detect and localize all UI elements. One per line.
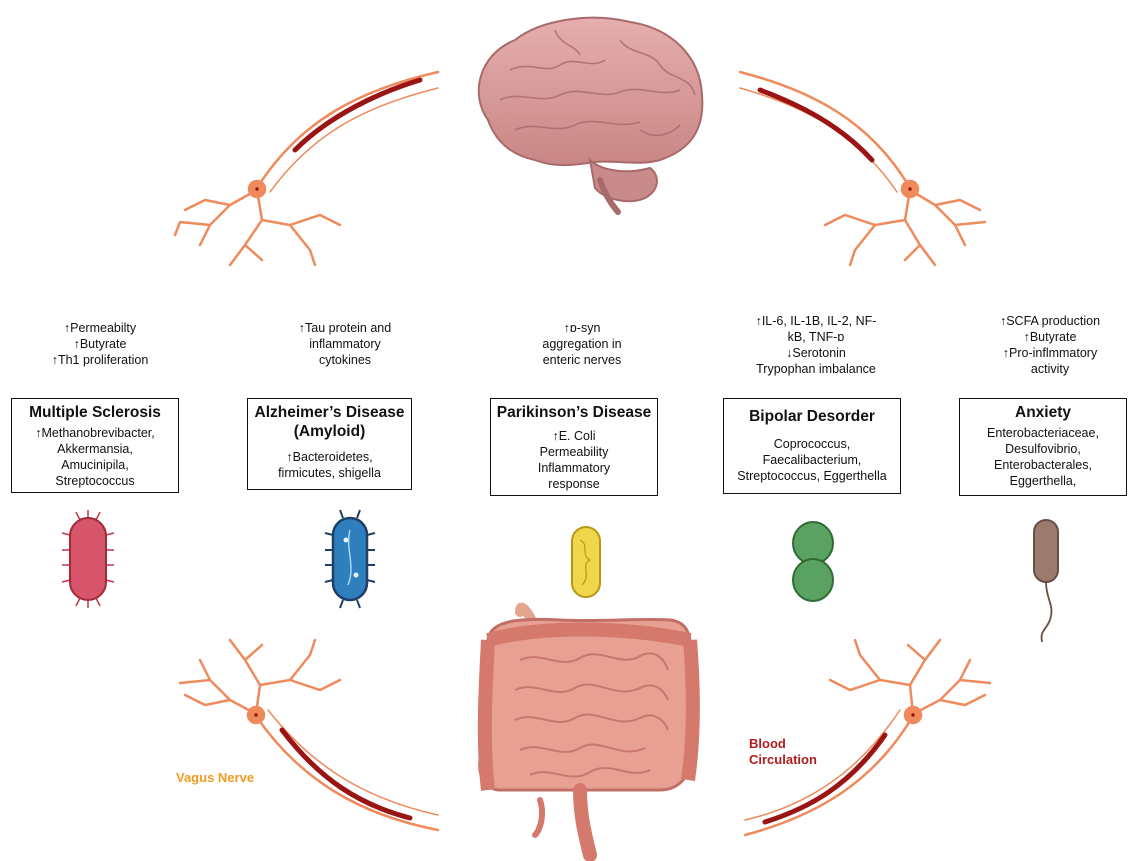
effect-line: enteric nerves — [507, 352, 657, 368]
microbe-item: response — [495, 476, 653, 492]
microbe-item: Desulfovibrio, — [964, 441, 1122, 457]
disease-subtitle: (Amyloid) — [252, 422, 407, 441]
effect-line: ↑SCFA production — [980, 313, 1120, 329]
microbe-item: Faecalibacterium, — [728, 452, 896, 468]
effect-line: ↑ɒ-syn — [507, 320, 657, 336]
neuron-icon-top-left — [175, 72, 438, 265]
bacterium-icon-bd — [793, 522, 833, 601]
disease-box-pd: Parikinson’s Disease ↑E. Coli Permeabili… — [490, 398, 658, 496]
bacterium-icon-pd — [572, 527, 600, 597]
effect-line: ↑Butyrate — [980, 329, 1120, 345]
microbe-item: Streptococcus, Eggerthella — [728, 468, 896, 484]
effect-line: ↑Tau protein and — [270, 320, 420, 336]
disease-box-anx: Anxiety Enterobacteriaceae, Desulfovibri… — [959, 398, 1127, 496]
blood-label-line: Blood — [749, 736, 817, 752]
bacterium-icon-ad — [325, 510, 375, 608]
intestine-icon — [480, 608, 693, 855]
effect-line: aggregation in — [507, 336, 657, 352]
effects-pd: ↑ɒ-syn aggregation in enteric nerves — [507, 320, 657, 368]
disease-title: Anxiety — [964, 403, 1122, 422]
microbe-item: Eggerthella, — [964, 473, 1122, 489]
effect-line: Trypophan imbalance — [726, 361, 906, 377]
disease-box-ad: Alzheimer’s Disease (Amyloid) ↑Bacteroid… — [247, 398, 412, 490]
bacterium-icon-anx — [1034, 520, 1058, 642]
disease-title: Parikinson’s Disease — [495, 403, 653, 422]
effect-line: cytokines — [270, 352, 420, 368]
neuron-icon-bottom-left — [180, 640, 438, 830]
disease-box-bd: Bipolar Desorder Coprococcus, Faecalibac… — [723, 398, 901, 494]
microbe-item: Inflammatory — [495, 460, 653, 476]
effect-line: ↑Th1 proliferation — [25, 352, 175, 368]
disease-title: Bipolar Desorder — [728, 407, 896, 426]
microbe-list: Enterobacteriaceae, Desulfovibrio, Enter… — [964, 425, 1122, 489]
effect-line: ↑IL-6, IL-1B, IL-2, NF- — [726, 313, 906, 329]
effect-line: activity — [980, 361, 1120, 377]
microbe-item: ↑E. Coli — [495, 428, 653, 444]
microbe-item: ↑Methanobrevibacter, — [16, 425, 174, 441]
vagus-nerve-label: Vagus Nerve — [176, 770, 254, 785]
disease-box-ms: Multiple Sclerosis ↑Methanobrevibacter, … — [11, 398, 179, 493]
microbe-item: ↑Bacteroidetes, — [252, 449, 407, 465]
microbe-item: Coprococcus, — [728, 436, 896, 452]
microbe-list: Coprococcus, Faecalibacterium, Streptoco… — [728, 436, 896, 484]
bacterium-icon-ms — [62, 510, 114, 608]
effect-line: ↓Serotonin — [726, 345, 906, 361]
neuron-icon-top-right — [740, 72, 985, 265]
disease-title: Alzheimer’s Disease — [252, 403, 407, 422]
effect-line: ↑Butyrate — [25, 336, 175, 352]
microbe-item: firmicutes, shigella — [252, 465, 407, 481]
blood-label-line: Circulation — [749, 752, 817, 768]
microbe-item: Enterobacteriaceae, — [964, 425, 1122, 441]
microbe-item: Permeability — [495, 444, 653, 460]
disease-title: Multiple Sclerosis — [16, 403, 174, 422]
effects-ad: ↑Tau protein and inflammatory cytokines — [270, 320, 420, 368]
effects-bd: ↑IL-6, IL-1B, IL-2, NF- kB, TNF-ɒ ↓Serot… — [726, 313, 906, 377]
microbe-list: ↑Methanobrevibacter, Akkermansia, Amucin… — [16, 425, 174, 489]
microbe-item: Amucinipila, — [16, 457, 174, 473]
effect-line: kB, TNF-ɒ — [726, 329, 906, 345]
microbe-list: ↑E. Coli Permeability Inflammatory respo… — [495, 428, 653, 492]
effect-line: ↑Permeabilty — [25, 320, 175, 336]
microbe-item: Enterobacterales, — [964, 457, 1122, 473]
brain-icon — [479, 18, 703, 212]
microbe-item: Streptococcus — [16, 473, 174, 489]
microbe-list: ↑Bacteroidetes, firmicutes, shigella — [252, 449, 407, 481]
microbe-item: Akkermansia, — [16, 441, 174, 457]
effects-anx: ↑SCFA production ↑Butyrate ↑Pro-inflmmat… — [980, 313, 1120, 377]
effect-line: inflammatory — [270, 336, 420, 352]
blood-circulation-label: Blood Circulation — [749, 736, 817, 768]
effects-ms: ↑Permeabilty ↑Butyrate ↑Th1 proliferatio… — [25, 320, 175, 368]
effect-line: ↑Pro-inflmmatory — [980, 345, 1120, 361]
